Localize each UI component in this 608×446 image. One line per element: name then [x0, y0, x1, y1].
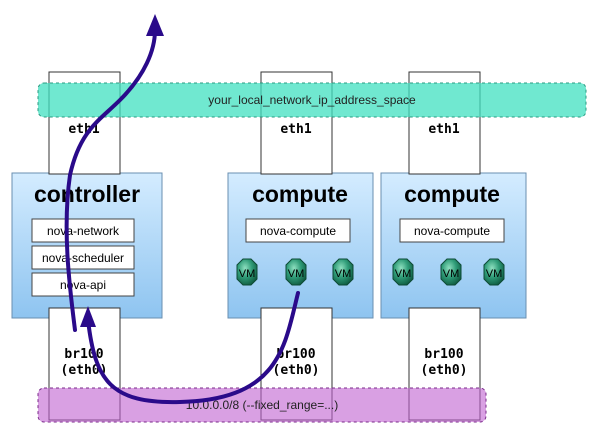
compute-node-1: compute nova-compute	[227, 172, 374, 319]
compute-1-title: compute	[252, 181, 348, 207]
vm-icon: VM	[392, 258, 414, 286]
vm-icon: VM	[332, 258, 354, 286]
public-network-band: your_local_network_ip_address_space	[37, 82, 587, 118]
public-network-label: your_local_network_ip_address_space	[208, 93, 416, 107]
vm-group-2: VM VM VM	[392, 258, 505, 286]
compute-1-br100-label: br100	[276, 347, 315, 362]
service-nova-network: nova-network	[47, 224, 120, 238]
controller-to-internet-path	[64, 28, 157, 332]
compute-2-br100-label: br100	[424, 347, 463, 362]
vm-icon: VM	[236, 258, 258, 286]
controller-services: nova-network nova-scheduler nova-api	[31, 218, 135, 297]
compute-1-eth1-label: eth1	[280, 122, 311, 137]
compute-2-eth1-label: eth1	[428, 122, 459, 137]
compute-2-title: compute	[404, 181, 500, 207]
vm-label: VM	[443, 268, 460, 280]
vm-label: VM	[486, 268, 503, 280]
controller-title: controller	[34, 181, 140, 207]
vm-icon: VM	[285, 258, 307, 286]
outbound-arrowhead	[146, 14, 164, 36]
compute-1-eth0-label: (eth0)	[273, 363, 320, 378]
vm-group-1: VM VM VM	[236, 258, 354, 286]
vm-icon: VM	[483, 258, 505, 286]
service-nova-api: nova-api	[60, 278, 106, 292]
compute-2-eth0-label: (eth0)	[421, 363, 468, 378]
vm-label: VM	[335, 268, 352, 280]
inbound-arrowhead	[80, 306, 96, 327]
compute-1-service: nova-compute	[260, 224, 336, 238]
private-network-label: 10.0.0.0/8 (--fixed_range=...)	[186, 398, 338, 412]
traffic-flow	[64, 14, 300, 405]
private-network-band: 10.0.0.0/8 (--fixed_range=...)	[37, 387, 487, 423]
vm-label: VM	[239, 268, 256, 280]
controller-node: controller nova-network nova-scheduler n…	[11, 172, 163, 319]
vm-icon: VM	[440, 258, 462, 286]
compute-node-2: compute nova-compute	[380, 172, 527, 319]
controller-eth0-label: (eth0)	[61, 363, 108, 378]
vm-to-controller-path	[86, 291, 300, 405]
service-nova-scheduler: nova-scheduler	[42, 251, 124, 265]
compute-2-service: nova-compute	[414, 224, 490, 238]
vm-label: VM	[395, 268, 412, 280]
vm-label: VM	[288, 268, 305, 280]
